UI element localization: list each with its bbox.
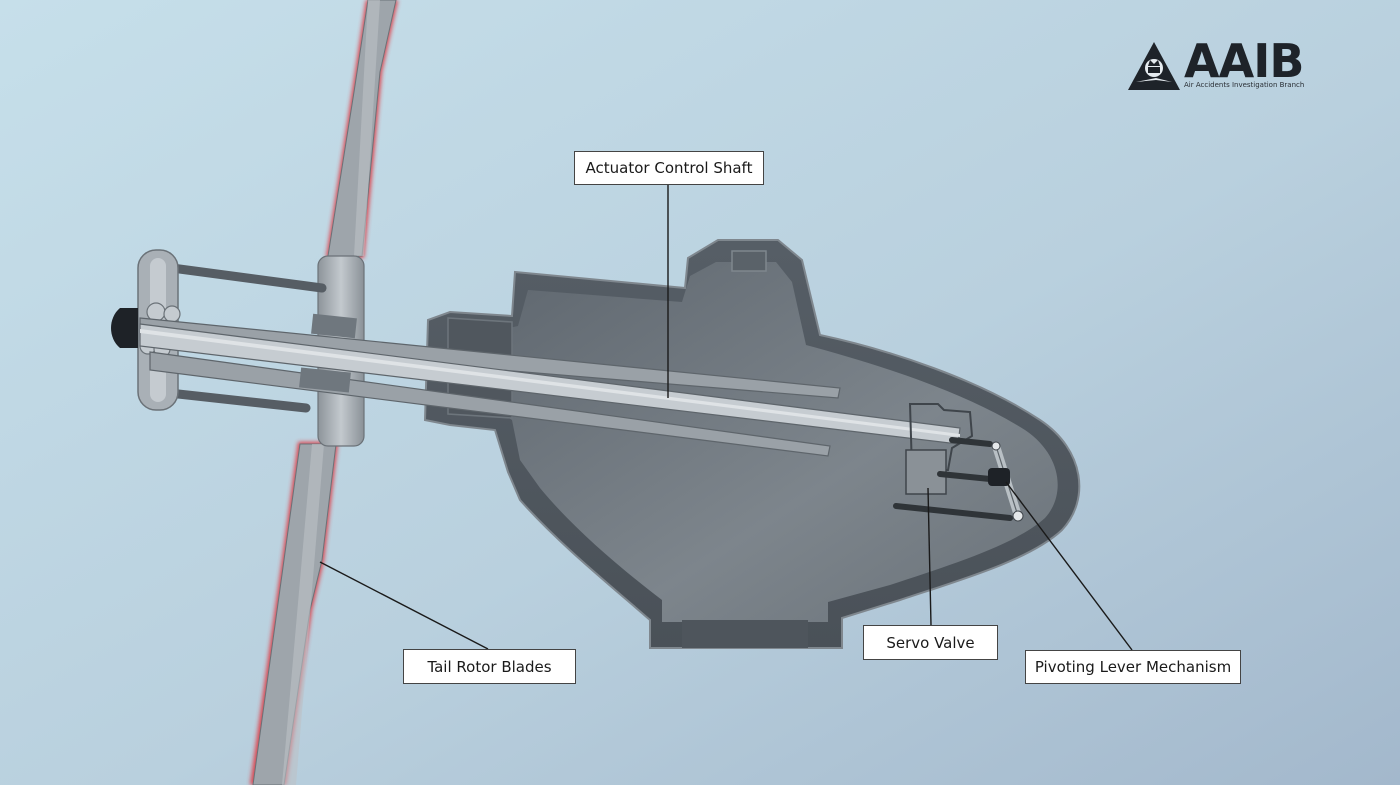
tail-rotor-blade-lower xyxy=(250,442,338,785)
leader-servo-valve xyxy=(927,487,932,626)
logo-title: AAIB xyxy=(1184,34,1304,88)
servo-valve-assembly xyxy=(893,403,1013,521)
tail-rotor-blade-upper xyxy=(326,0,398,258)
pitch-links xyxy=(155,263,327,413)
label-actuator-control-shaft: Actuator Control Shaft xyxy=(574,151,764,185)
actuator-shaft-assembly xyxy=(139,313,961,457)
aaib-crest-icon xyxy=(1128,42,1180,90)
pivoting-lever xyxy=(988,441,1024,522)
leader-lines xyxy=(319,185,1133,651)
label-servo-valve: Servo Valve xyxy=(863,625,998,660)
aaib-logo: AAIB Air Accidents Investigation Branch xyxy=(1126,36,1336,96)
leader-pivoting-lever xyxy=(1005,481,1133,651)
leader-tail-rotor-blades xyxy=(319,561,489,650)
label-tail-rotor-blades: Tail Rotor Blades xyxy=(403,649,576,684)
logo-subtitle: Air Accidents Investigation Branch xyxy=(1184,81,1305,89)
label-pivoting-lever-mechanism: Pivoting Lever Mechanism xyxy=(1025,650,1241,684)
